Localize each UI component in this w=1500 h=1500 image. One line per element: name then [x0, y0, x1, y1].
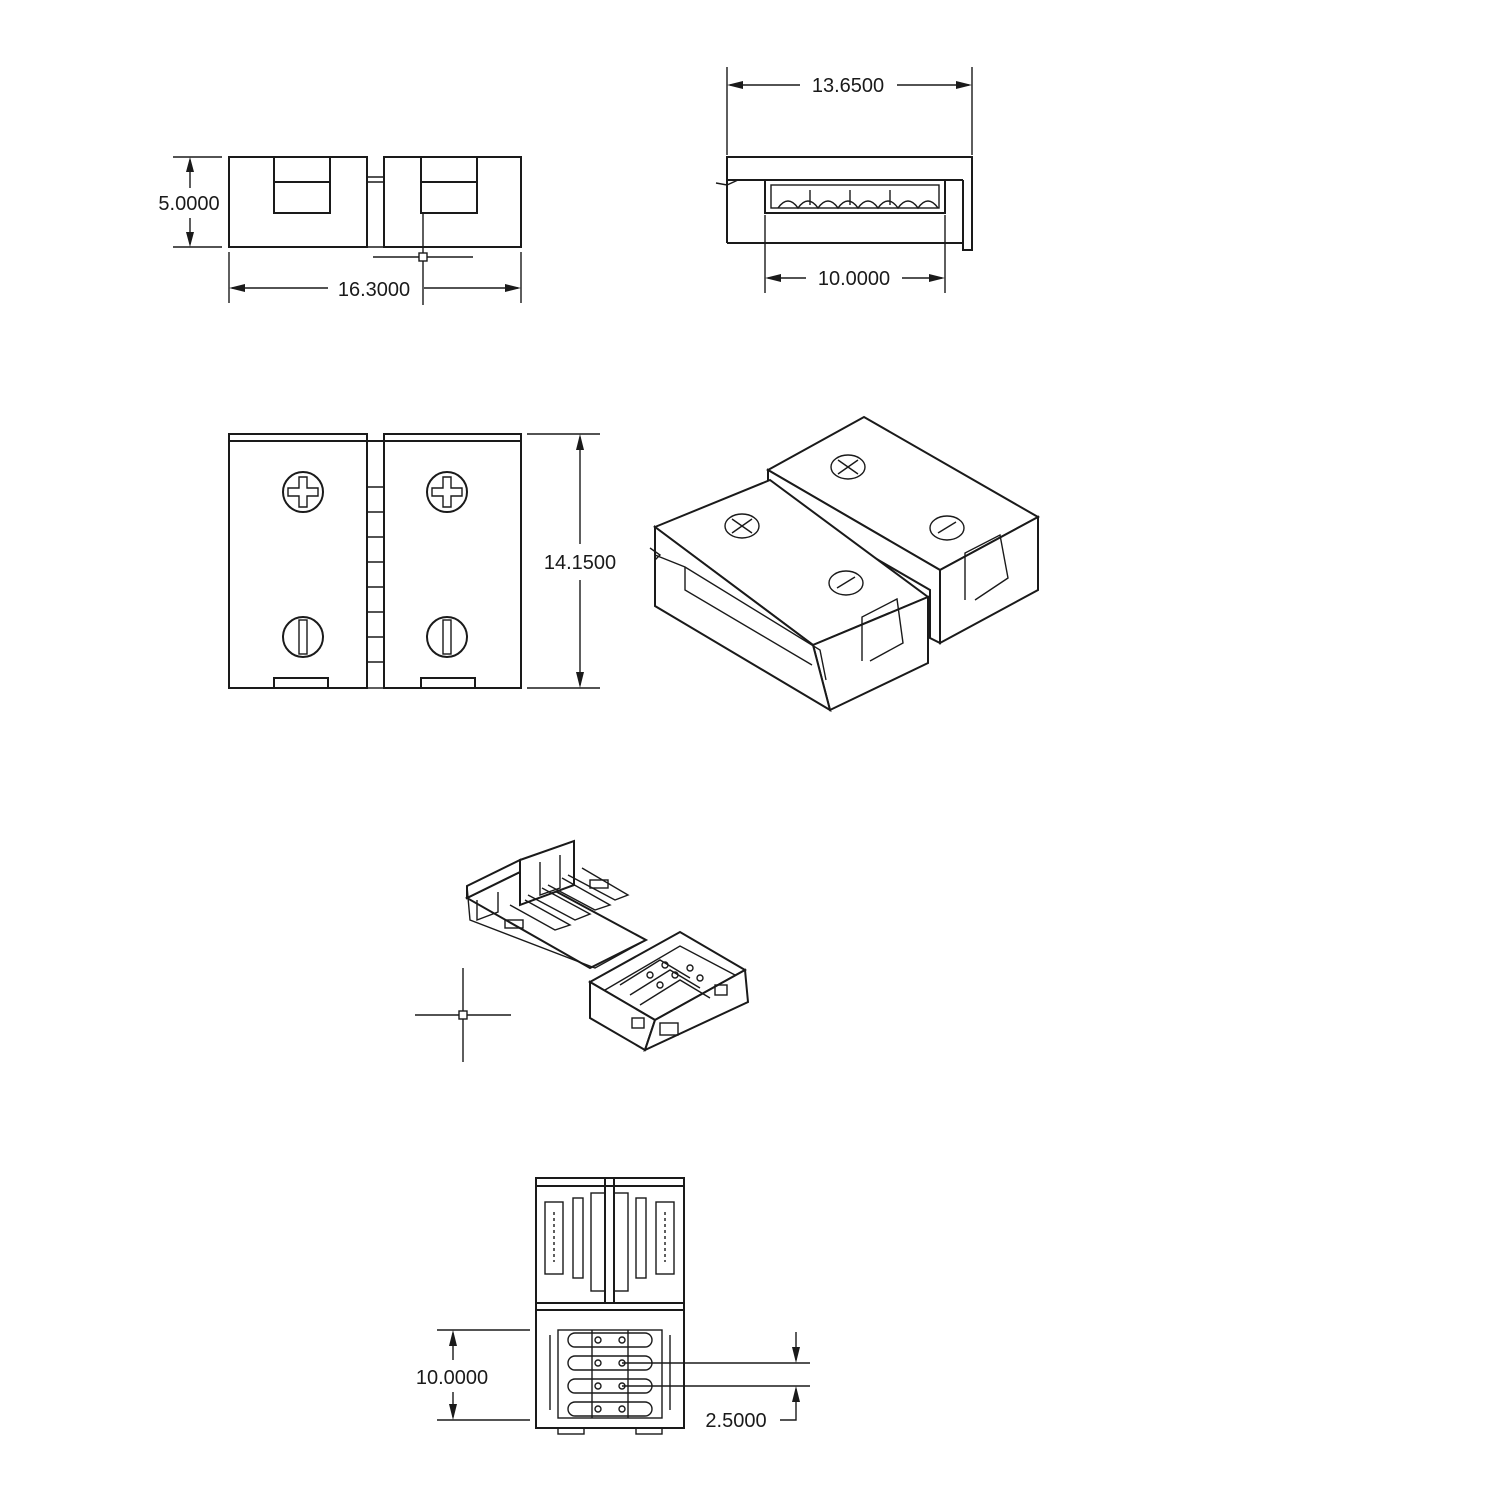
end-view: 13.6500 10.0000: [715, 67, 973, 293]
phillips-screw-icon: [282, 471, 324, 513]
dimension-pitch: 2.5000: [622, 1332, 810, 1432]
contact-rows: [567, 1330, 653, 1418]
side-left-block: [228, 156, 368, 248]
dimension-length: 14.1500: [527, 433, 616, 689]
slotted-screw-icon: [282, 616, 324, 658]
side-view: 5.0000 16.3000: [158, 156, 522, 305]
dimension-slot-width: 10.0000: [764, 215, 946, 293]
side-right-window: [420, 156, 478, 214]
dimension-height: 5.0000: [158, 156, 222, 248]
origin-crosshair-icon: [415, 968, 511, 1062]
dim-label-overall-width: 13.6500: [812, 75, 884, 97]
dimension-contact-span: 10.0000: [416, 1329, 530, 1421]
origin-crosshair-icon: [373, 213, 473, 305]
phillips-screw-icon: [426, 471, 468, 513]
side-left-window: [273, 156, 331, 214]
slotted-screw-icon: [426, 616, 468, 658]
side-right-block: [383, 156, 522, 248]
dim-label-width: 16.3000: [338, 279, 410, 301]
dim-label-height: 5.0000: [158, 193, 219, 215]
end-slot: [764, 179, 946, 214]
dim-label-contact-span: 10.0000: [416, 1367, 488, 1389]
dimension-overall-width: 13.6500: [726, 67, 973, 155]
dim-label-length: 14.1500: [544, 552, 616, 574]
isometric-closed-view: [649, 415, 1041, 713]
dim-label-slot-width: 10.0000: [818, 268, 890, 290]
dimension-width: 16.3000: [228, 252, 522, 303]
dim-label-pitch: 2.5000: [705, 1410, 766, 1432]
top-view: 14.1500: [228, 433, 616, 689]
isometric-open-view: [415, 839, 750, 1062]
bottom-view: 10.0000 2.5000: [416, 1177, 810, 1435]
